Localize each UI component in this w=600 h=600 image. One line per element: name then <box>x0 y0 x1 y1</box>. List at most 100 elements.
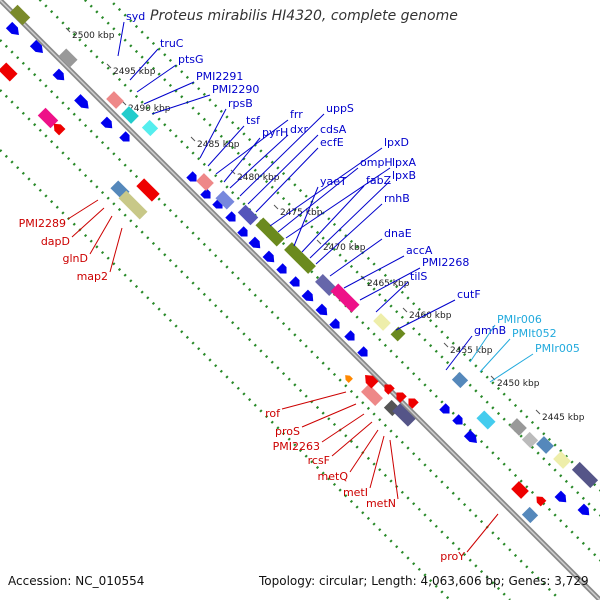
reverse-gene-label-10: metI <box>343 486 368 499</box>
forward-gene-label-25: cutF <box>457 288 481 301</box>
rna-label-leader-2 <box>479 338 511 373</box>
forward-gene-label-19: lpxB <box>392 169 416 182</box>
forward-label-leader-7 <box>207 125 245 167</box>
forward-gene-arrow-23 <box>463 429 477 443</box>
forward-feature-box-18 <box>521 431 539 449</box>
reverse-gene-label-1: PMI2289 <box>19 217 66 230</box>
forward-gene-label-20: rnhB <box>384 192 410 205</box>
reverse-gene-label-8: rcsF <box>308 454 330 467</box>
forward-gene-arrow-22 <box>452 414 463 425</box>
forward-feature-box-15 <box>451 371 469 389</box>
forward-gene-arrow-4 <box>74 94 89 109</box>
forward-gene-arrow-13 <box>262 250 275 263</box>
scale-label-9: 2460 kbp <box>409 311 452 321</box>
reverse-feature-box-6 <box>361 384 383 406</box>
forward-label-leader-16 <box>285 167 391 239</box>
reverse-gene-label-6: proS <box>275 425 300 438</box>
map-title: Proteus mirabilis HI4320, complete genom… <box>150 8 458 24</box>
forward-feature-box-10 <box>284 242 316 274</box>
forward-label-leader-26 <box>445 335 473 371</box>
forward-label-leader-13 <box>255 147 319 213</box>
track-guide-4 <box>0 89 511 600</box>
forward-gene-label-8: frr <box>290 108 303 121</box>
forward-gene-label-3: ptsG <box>178 53 204 66</box>
forward-feature-box-2 <box>58 48 78 68</box>
forward-gene-arrow-19 <box>344 330 355 341</box>
scale-label-3: 2490 kbp <box>128 104 171 114</box>
reverse-gene-label-3: glnD <box>63 252 88 265</box>
scale-label-1: 2500 kbp <box>72 31 115 41</box>
rna-gene-label-3: PMIr005 <box>535 342 580 355</box>
forward-gene-label-6: rpsB <box>228 97 253 110</box>
forward-gene-label-14: lpxD <box>384 136 409 149</box>
forward-label-leader-3 <box>136 64 177 93</box>
reverse-gene-label-2: dapD <box>41 235 70 248</box>
reverse-feature-box-2 <box>37 107 59 129</box>
scale-label-10: 2455 kbp <box>450 346 493 356</box>
reverse-gene-arrow-4 <box>396 392 407 403</box>
forward-feature-box-9 <box>255 217 285 247</box>
forward-label-leader-21 <box>329 238 383 277</box>
forward-gene-arrow-14 <box>276 263 287 274</box>
scale-tick-1 <box>65 27 71 33</box>
reverse-label-leader-8 <box>331 421 373 457</box>
reverse-gene-label-4: map2 <box>77 270 108 283</box>
scale-label-7: 2470 kbp <box>323 243 366 253</box>
track-guide-6 <box>0 149 451 600</box>
scale-tick-4 <box>190 136 196 142</box>
forward-feature-box-8 <box>237 204 259 226</box>
forward-gene-arrow-17 <box>315 303 328 316</box>
forward-label-leader-12 <box>247 134 319 205</box>
reverse-feature-box-10 <box>521 506 539 524</box>
forward-label-leader-1 <box>117 21 125 57</box>
forward-gene-label-12: cdsA <box>320 123 347 136</box>
forward-feature-box-21 <box>571 461 599 489</box>
forward-feature-box-20 <box>553 451 571 469</box>
forward-gene-label-2: truC <box>160 37 184 50</box>
forward-feature-box-4 <box>121 106 139 124</box>
forward-gene-arrow-15 <box>289 276 300 287</box>
forward-label-leader-5 <box>151 94 211 115</box>
forward-gene-arrow-20 <box>357 346 368 357</box>
scale-tick-12 <box>535 409 541 415</box>
forward-label-leader-17 <box>293 186 319 247</box>
rna-gene-label-2: PMIt052 <box>512 327 557 340</box>
forward-gene-arrow-5 <box>100 116 113 129</box>
track-guide-2 <box>0 39 561 600</box>
reverse-label-leader-7 <box>321 413 365 443</box>
forward-gene-label-7: tsf <box>246 114 261 127</box>
forward-gene-label-18: fabZ <box>366 174 392 187</box>
reverse-feature-box-8 <box>392 403 416 427</box>
forward-label-leader-6 <box>199 108 227 159</box>
reverse-gene-arrow-6 <box>345 375 353 383</box>
forward-feature-box-13 <box>373 313 391 331</box>
forward-gene-label-11: uppS <box>326 102 354 115</box>
forward-label-leader-9 <box>223 137 261 183</box>
reverse-label-leader-5 <box>281 391 347 410</box>
forward-gene-label-10: dxr <box>290 123 308 136</box>
forward-label-leader-11 <box>239 113 325 197</box>
forward-label-leader-4 <box>143 81 195 105</box>
forward-gene-label-4: PMI2291 <box>196 70 243 83</box>
reverse-label-leader-1 <box>67 199 99 220</box>
forward-gene-label-9: pyrH <box>262 126 288 139</box>
forward-feature-box-1 <box>9 4 31 26</box>
forward-gene-arrow-11 <box>237 226 248 237</box>
forward-gene-arrow-2 <box>29 39 43 53</box>
forward-label-leader-22 <box>343 255 405 289</box>
reverse-gene-label-9: metQ <box>318 470 349 483</box>
scale-tick-5 <box>230 169 236 175</box>
forward-feature-box-14 <box>390 326 406 342</box>
forward-label-leader-19 <box>309 180 391 259</box>
forward-gene-label-13: ecfE <box>320 136 344 149</box>
forward-label-leader-20 <box>315 203 383 265</box>
forward-label-leader-24 <box>375 281 409 313</box>
forward-gene-label-15: ompH <box>360 156 393 169</box>
forward-gene-arrow-16 <box>301 289 314 302</box>
forward-gene-arrow-3 <box>52 68 65 81</box>
scale-tick-9 <box>402 307 408 313</box>
forward-gene-label-1: syd <box>126 10 145 23</box>
reverse-gene-arrow-2 <box>365 375 379 389</box>
reverse-label-leader-2 <box>71 207 105 238</box>
